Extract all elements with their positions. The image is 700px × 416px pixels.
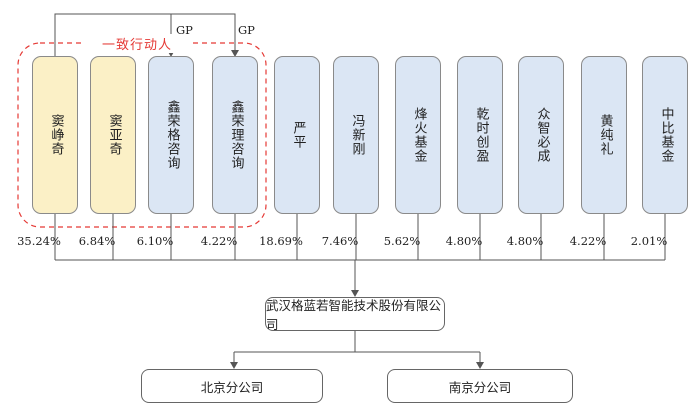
shareholding-pct: 2.01% [630,234,668,248]
shareholder-name: 窦峥奇 [48,114,64,156]
shareholder-box: 众智必成 [518,56,564,214]
shareholder-box: 乾时创盈 [457,56,503,214]
company-name: 武汉格蓝若智能技术股份有限公司 [266,298,442,332]
shareholder-name: 众智必成 [534,107,550,163]
shareholder-box: 严平 [274,56,320,214]
shareholding-pct: 6.10% [136,234,174,248]
shareholding-pct: 4.22% [569,234,607,248]
shareholding-pct: 4.22% [200,234,238,248]
branch-box-nanjing: 南京分公司 [387,369,573,403]
shareholding-pct: 18.69% [259,234,303,248]
shareholder-name: 乾时创盈 [473,107,489,163]
company-arrow [351,290,359,297]
shareholder-name: 窦亚奇 [106,114,122,156]
shareholder-name: 黄纯礼 [597,114,613,156]
branch-right-arrow [476,362,484,369]
branch-name-beijing: 北京分公司 [200,379,264,395]
company-box: 武汉格蓝若智能技术股份有限公司 [265,297,445,332]
gp-label-1: GP [176,23,193,37]
shareholder-name: 烽火基金 [411,107,427,163]
shareholder-name: 鑫荣格咨询 [164,100,180,170]
shareholder-name: 冯新刚 [349,114,365,156]
concert-group-label: 一致行动人 [82,34,192,53]
shareholder-box: 冯新刚 [333,56,379,214]
shareholder-box: 鑫荣理咨询 [212,56,258,214]
shareholder-name: 中比基金 [658,107,674,163]
shareholding-pct: 4.80% [445,234,483,248]
branch-box-beijing: 北京分公司 [141,369,323,403]
shareholder-box: 窦亚奇 [90,56,136,214]
shareholder-drop-lines [54,214,666,260]
shareholder-name: 严平 [290,121,306,149]
branch-name-nanjing: 南京分公司 [448,379,512,395]
shareholding-pct: 6.84% [78,234,116,248]
shareholder-box: 中比基金 [642,56,688,214]
shareholder-box: 烽火基金 [395,56,441,214]
shareholding-pct: 4.80% [506,234,544,248]
shareholder-name: 鑫荣理咨询 [228,100,244,170]
shareholding-pct: 5.62% [383,234,421,248]
gp-arrow-2 [231,50,239,57]
gp-connector [54,13,236,56]
shareholding-pct: 35.24% [17,234,61,248]
branch-left-arrow [230,362,238,369]
shareholder-box: 窦峥奇 [32,56,78,214]
shareholder-box: 鑫荣格咨询 [148,56,194,214]
gp-label-2: GP [238,23,255,37]
shareholding-pct: 7.46% [321,234,359,248]
shareholder-box: 黄纯礼 [581,56,627,214]
